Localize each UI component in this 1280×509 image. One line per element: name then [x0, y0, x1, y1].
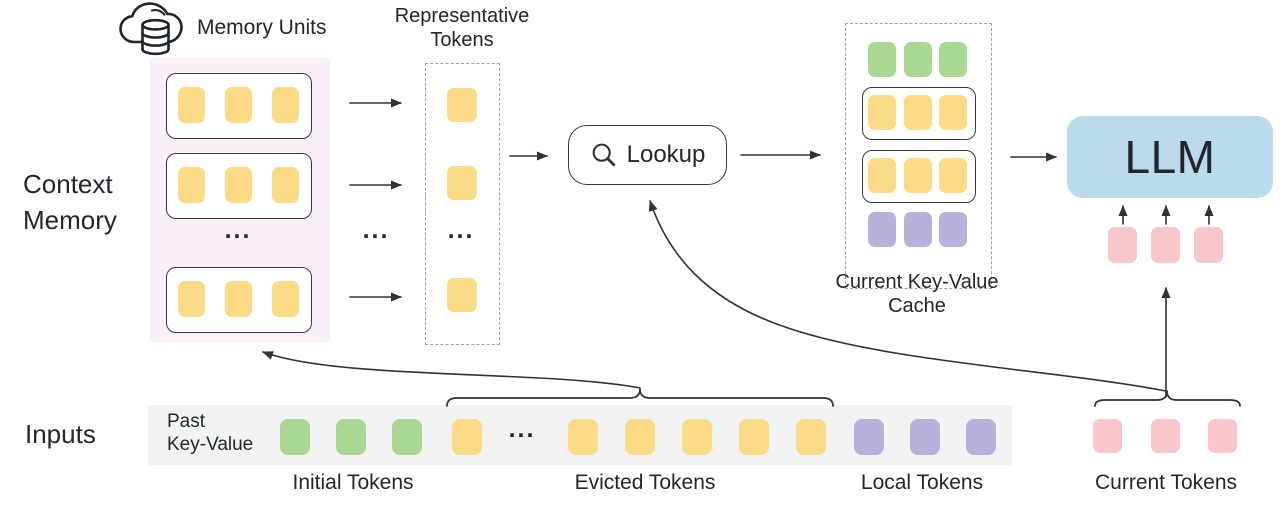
- cache-token-local: [868, 212, 896, 247]
- current-token: [1093, 419, 1122, 453]
- database-icon: [141, 18, 170, 56]
- cache-token-retrieved: [868, 158, 896, 193]
- memory-token: [272, 167, 299, 203]
- memory-token: [178, 87, 205, 123]
- initial-token: [392, 419, 422, 455]
- llm-input-token: [1151, 227, 1180, 263]
- current-token: [1151, 419, 1180, 453]
- evicted-token: [682, 419, 712, 455]
- representative-tokens-label: Representative Tokens: [394, 5, 530, 51]
- evicted-tokens-brace: [446, 388, 834, 407]
- cache-token-retrieved: [868, 95, 896, 130]
- context-memory-label: Context Memory: [23, 169, 117, 235]
- cache-token-retrieved: [939, 158, 967, 193]
- local-token: [910, 419, 940, 455]
- cloud-icon: [119, 2, 183, 44]
- representative-tokens-box: [425, 63, 500, 345]
- evicted-token: [739, 419, 769, 455]
- cache-token-retrieved: [904, 158, 932, 193]
- representative-ellipsis: ...: [447, 216, 475, 244]
- evicted-token: [452, 419, 482, 455]
- local-tokens-label: Local Tokens: [860, 471, 984, 494]
- curve-evicted-to-memory: [262, 351, 641, 389]
- cache-token-retrieved: [939, 95, 967, 130]
- evicted-token: [568, 419, 598, 455]
- local-token: [966, 419, 996, 455]
- cache-token-local: [904, 212, 932, 247]
- memory-token: [225, 87, 252, 123]
- arrows-ellipsis: ...: [362, 216, 390, 244]
- current-tokens-brace: [1094, 390, 1241, 407]
- inputs-label: Inputs: [25, 419, 96, 449]
- local-token: [854, 419, 884, 455]
- current-token: [1208, 419, 1237, 453]
- initial-token: [280, 419, 310, 455]
- input-bar-ellipsis: ...: [508, 415, 536, 443]
- current-tokens-label: Current Tokens: [1094, 471, 1238, 494]
- past-key-value-label: Past Key-Value: [167, 411, 254, 455]
- representative-token: [447, 278, 477, 312]
- memory-rows-ellipsis: ...: [224, 216, 252, 244]
- evicted-tokens-label: Evicted Tokens: [574, 471, 716, 494]
- cache-token-initial: [904, 42, 932, 77]
- search-icon: [592, 143, 615, 167]
- initial-tokens-label: Initial Tokens: [292, 471, 414, 494]
- llm-box: LLM: [1067, 116, 1273, 198]
- memory-token: [272, 87, 299, 123]
- cache-token-initial: [868, 42, 896, 77]
- representative-token: [447, 166, 477, 200]
- current-kv-cache-label: Current Key-Value Cache: [835, 271, 999, 317]
- memory-token: [178, 167, 205, 203]
- representative-token: [447, 88, 477, 122]
- cache-token-retrieved: [904, 95, 932, 130]
- memory-token: [225, 167, 252, 203]
- lookup-box: Lookup: [568, 125, 727, 185]
- memory-units-label: Memory Units: [197, 16, 327, 39]
- evicted-token: [796, 419, 826, 455]
- cache-token-local: [939, 212, 967, 247]
- llm-label: LLM: [1124, 131, 1216, 183]
- initial-token: [336, 419, 366, 455]
- lookup-label: Lookup: [626, 141, 706, 168]
- llm-input-token: [1108, 227, 1137, 263]
- memory-token: [225, 281, 252, 317]
- llm-input-token: [1194, 227, 1223, 263]
- memory-token: [178, 281, 205, 317]
- memory-token: [272, 281, 299, 317]
- cache-token-initial: [939, 42, 967, 77]
- evicted-token: [625, 419, 655, 455]
